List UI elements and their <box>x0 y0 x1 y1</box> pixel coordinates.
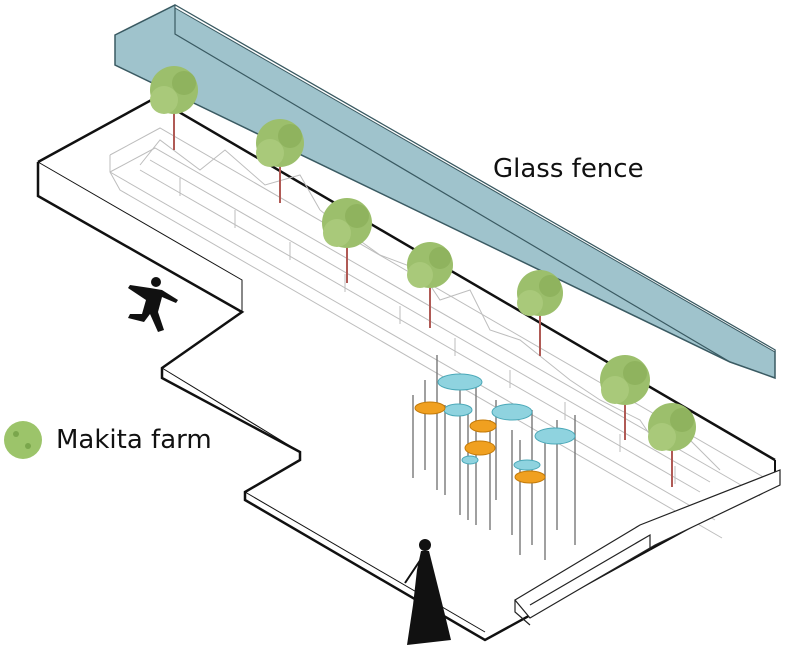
disc-orange <box>464 440 496 456</box>
bench-top-edge <box>109 127 766 479</box>
front-bench-top <box>514 469 781 619</box>
tree-dot-icon <box>4 421 42 459</box>
disc-blue <box>513 459 541 471</box>
bench-lower-edge <box>109 171 723 539</box>
platform-step-inner <box>161 367 301 453</box>
disc-blue <box>443 403 473 417</box>
glass-fence-label: Glass fence <box>493 154 644 184</box>
front-bench <box>514 469 781 626</box>
tree-icon <box>256 119 304 203</box>
platform-front-edge-inner <box>37 161 243 312</box>
person-silhouette-icon <box>128 277 178 332</box>
tree-icon <box>517 270 563 356</box>
bench-front-edge-2 <box>109 147 761 497</box>
glass-fence <box>114 4 776 380</box>
trees <box>150 66 696 487</box>
glass-fence-top-face <box>174 4 776 353</box>
disc-orange <box>469 419 497 433</box>
discs-orange <box>414 401 546 484</box>
disc-blue <box>534 427 576 445</box>
tree-icon <box>322 198 372 283</box>
disc-orange <box>414 401 446 415</box>
discs-blue <box>437 373 576 471</box>
front-bench-edge <box>514 600 531 626</box>
tree-icon <box>600 355 650 440</box>
platform-top <box>38 98 775 640</box>
trellis-rail-1 <box>139 169 701 493</box>
person-silhouette-icon <box>404 539 451 645</box>
front-bench-inner <box>529 533 651 606</box>
disc-orange <box>514 470 546 484</box>
makita-farm-label: Makita farm <box>56 425 212 455</box>
disc-blue <box>437 373 483 391</box>
hanging-installation <box>412 355 576 560</box>
tree-icon <box>648 403 696 487</box>
disc-blue <box>461 455 479 465</box>
tree-icon <box>150 66 198 150</box>
glass-fence-top-edge <box>174 5 731 363</box>
poles <box>412 355 576 560</box>
tree-icon <box>407 242 453 328</box>
platform-step-inner-2 <box>244 491 486 633</box>
trellis-zigzag-1 <box>139 139 321 211</box>
legend: Makita farm <box>4 421 212 459</box>
disc-blue <box>491 403 533 421</box>
